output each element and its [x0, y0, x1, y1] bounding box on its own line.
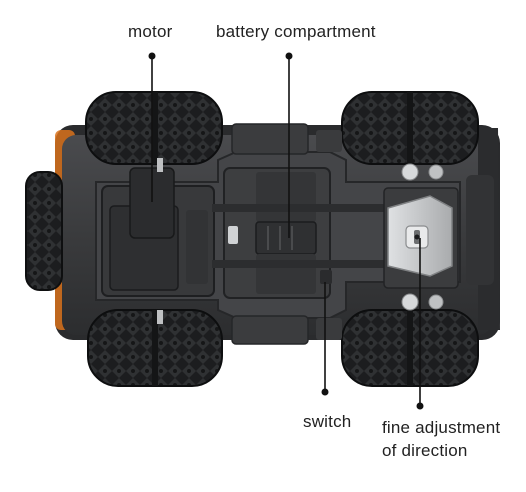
steering-assembly	[383, 163, 459, 311]
tire-rear-top	[85, 91, 223, 165]
label-switch: switch	[303, 412, 352, 431]
label-fine-adjustment-line2: of direction	[382, 441, 468, 460]
small-white-switch-indicator	[228, 226, 238, 244]
leader-fine-adjustment	[416, 238, 424, 410]
leader-battery	[285, 52, 293, 238]
battery-compartment	[223, 167, 331, 299]
tire-rear-bottom	[87, 309, 223, 387]
switch-knob	[320, 270, 332, 284]
tire-front-top	[341, 91, 479, 165]
tire-front-bottom	[341, 309, 479, 387]
chassis-rails	[212, 204, 392, 284]
label-battery-compartment: battery compartment	[216, 22, 376, 41]
label-motor: motor	[128, 22, 173, 41]
leader-switch	[321, 282, 329, 396]
motor-housing	[101, 158, 215, 324]
side-wheel	[25, 171, 63, 291]
leader-motor	[148, 52, 156, 202]
label-fine-adjustment-line1: fine adjustment	[382, 418, 501, 437]
